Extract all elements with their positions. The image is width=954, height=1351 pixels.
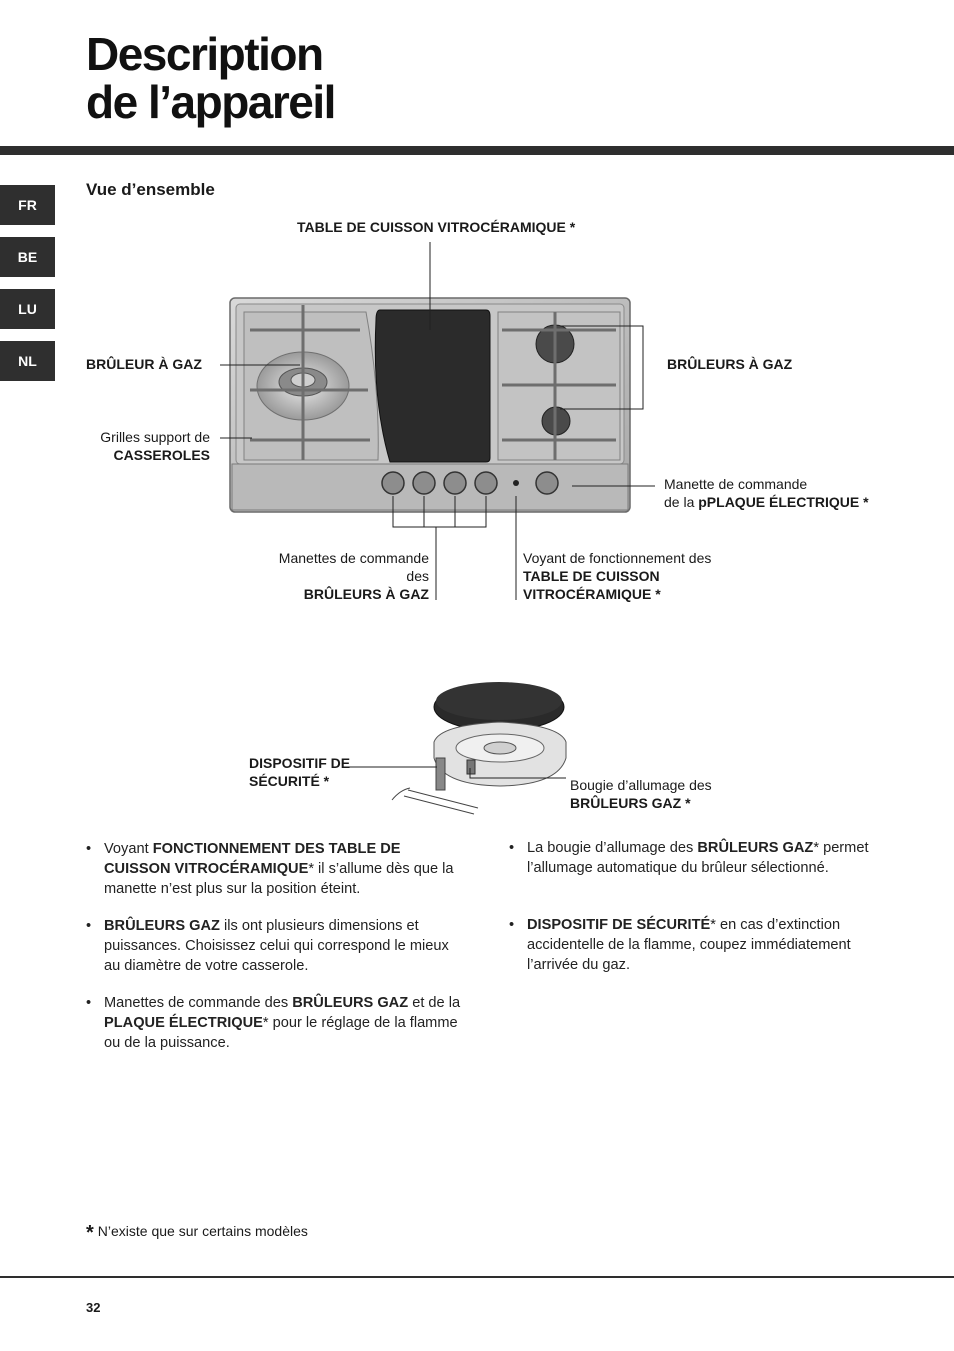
burner-detail-illustration (391, 682, 567, 815)
label-grilles-line2: CASSEROLES (113, 447, 210, 463)
footnote: *N’existe que sur certains modèles (86, 1222, 308, 1245)
label-knobs-gas-line2: des (406, 568, 429, 584)
label-knobs-gas-line1: Manettes de commande (278, 550, 429, 566)
bullet-safety-device: • DISPOSITIF DE SÉCURITÉ* en cas d’extin… (509, 917, 851, 973)
label-knob-electric: Manette de commande de la pPLAQUE ÉLECTR… (664, 475, 869, 511)
title-line-1: Description (86, 28, 324, 80)
footnote-text: N’existe que sur certains modèles (97, 1223, 308, 1239)
left-burner-zone (243, 305, 379, 461)
indicator-light (513, 480, 519, 486)
label-knobs-gas-line3: BRÛLEURS À GAZ (303, 586, 429, 602)
vitro-plate (374, 309, 491, 463)
label-knob-electric-line1: Manette de commande (664, 476, 808, 492)
control-knobs (381, 471, 559, 495)
label-knob-electric-bold: pPLAQUE ÉLECTRIQUE * (698, 494, 869, 510)
header-divider (0, 146, 954, 155)
label-knob-electric-prefix: de la (664, 494, 699, 510)
hob-illustration (220, 242, 655, 815)
bullet-spark-plug: • La bougie d’allumage des BRÛLEURS GAZ*… (509, 840, 869, 876)
footnote-star: * (86, 1222, 94, 1244)
label-vitro-table: TABLE DE CUISSON VITROCÉRAMIQUE * (297, 219, 576, 235)
label-burner-left: BRÛLEUR À GAZ (86, 356, 202, 372)
page-number: 32 (86, 1300, 101, 1315)
footer-divider (0, 1276, 954, 1278)
bullet-gas-burners: • BRÛLEURS GAZ ils ont plusieurs dimensi… (86, 918, 449, 974)
label-indicator-line3: VITROCÉRAMIQUE * (523, 586, 661, 602)
title-line-2: de l’appareil (86, 76, 336, 128)
bullet-indicator: • Voyant FONCTIONNEMENT DES TABLE DE CUI… (86, 841, 454, 897)
label-safety-device: DISPOSITIF DE SÉCURITÉ * (249, 754, 350, 790)
right-burner-zone (497, 311, 621, 461)
label-knobs-gas: Manettes de commande des BRÛLEURS À GAZ (229, 549, 429, 603)
label-indicator-line1: Voyant de fonctionnement des (523, 550, 712, 566)
label-indicator: Voyant de fonctionnement des TABLE DE CU… (523, 549, 711, 603)
lang-tab-be[interactable]: BE (0, 237, 55, 277)
label-safety-line2: SÉCURITÉ * (249, 773, 330, 789)
label-spark-plug: Bougie d’allumage des BRÛLEURS GAZ * (570, 776, 712, 812)
bullet-control-knobs: • Manettes de commande des BRÛLEURS GAZ … (86, 995, 461, 1051)
lang-tab-nl[interactable]: NL (0, 341, 55, 381)
lang-tab-lu[interactable]: LU (0, 289, 55, 329)
label-safety-line1: DISPOSITIF DE (249, 755, 351, 771)
label-grilles: Grilles support de CASSEROLES (70, 428, 210, 464)
label-burners-right: BRÛLEURS À GAZ (667, 356, 793, 372)
label-spark-line2: BRÛLEURS GAZ * (570, 795, 691, 811)
label-spark-line1: Bougie d’allumage des (570, 777, 712, 793)
lang-tab-fr[interactable]: FR (0, 185, 55, 225)
label-grilles-line1: Grilles support de (100, 429, 210, 445)
label-indicator-line2: TABLE DE CUISSON (523, 568, 660, 584)
detail-leader-lines (343, 766, 566, 779)
section-title: Vue d’ensemble (86, 180, 215, 199)
page-title: Description de l’appareil (86, 28, 336, 128)
leader-lines (220, 242, 655, 600)
